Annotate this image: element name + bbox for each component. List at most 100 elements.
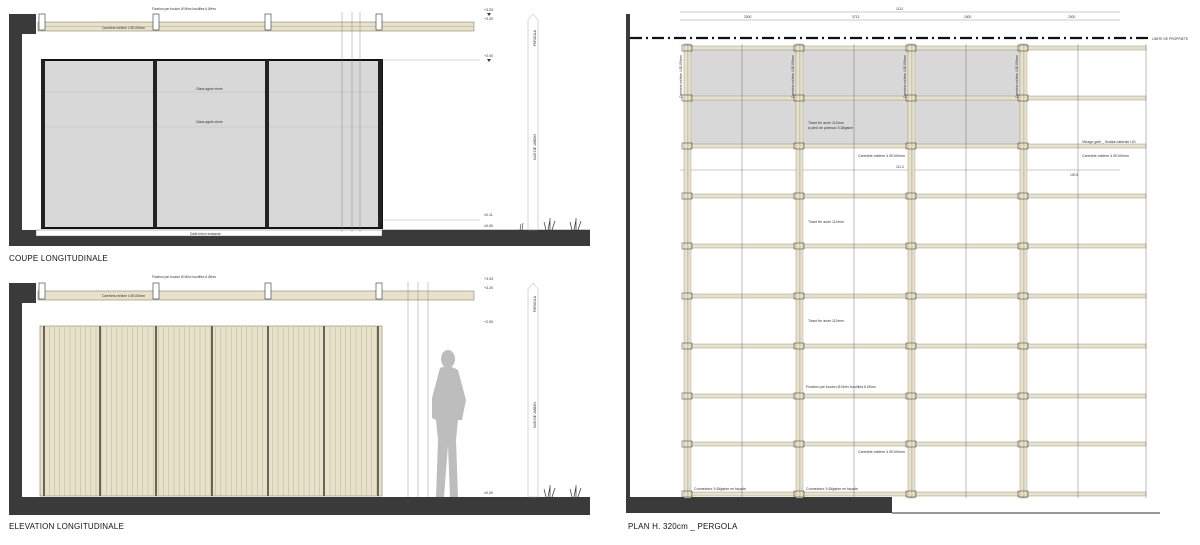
- section-title: COUPE LONGITUDINALE: [9, 254, 108, 263]
- plan-dim-2: 111.3: [896, 165, 904, 169]
- plan-connector: [681, 242, 693, 250]
- plan-carrelets-note-2: Carrelets mélèze 4 Ø/100mm: [1082, 154, 1129, 158]
- plan-carrelets-note-3: Carrelets mélèze 4 Ø/100mm: [858, 450, 905, 454]
- plan-connector: [905, 242, 917, 250]
- plan-dim-7: 100.5: [1070, 173, 1078, 177]
- section-limit-tag: MUR DE JARDIN: [533, 134, 537, 160]
- section-post-top-1: [38, 13, 46, 31]
- plan-steel-note-2: Tirant fer acier 110mm: [808, 220, 844, 224]
- plan-connector: [793, 490, 805, 498]
- plan-beam-col: [907, 43, 913, 499]
- section-level-marker-1: [487, 13, 491, 16]
- plan-fixation-note: Fixation par boulon Ø M/ev boulilles 6 Ø…: [806, 385, 876, 389]
- plan-connector: [793, 142, 805, 150]
- elev-wood-slats: [43, 326, 383, 496]
- plan-connector: [681, 392, 693, 400]
- fence-post: [43, 326, 45, 496]
- plan-connector: [905, 392, 917, 400]
- plan-dim-6: 2000: [1068, 15, 1076, 19]
- plan-dim-3: 2000: [744, 15, 752, 19]
- plan-bottom-wall: [626, 497, 892, 513]
- section-left-wall: [9, 14, 18, 246]
- section-post-1: [41, 60, 45, 228]
- elev-plant-1: [543, 485, 556, 498]
- plan-connecteur-note-2: Connecteur 5 Ø/gaine en façade: [806, 487, 858, 491]
- plan-connector: [1017, 242, 1029, 250]
- elev-beam-note: Carrelets mélèze 4 Ø/100mm: [102, 294, 145, 298]
- elevation-title: ELEVATION LONGITUDINALE: [9, 522, 124, 531]
- plan-connector: [793, 94, 805, 102]
- plan-col-label-4: Carrelets mélèze 4 Ø/100mm: [1015, 55, 1019, 98]
- section-post-top-2: [152, 13, 160, 31]
- section-glass-note-2: Glass agele rénée: [196, 120, 223, 124]
- elev-plant-2: [569, 485, 582, 498]
- plan-connector: [905, 192, 917, 200]
- section-glass-note-1: Glass agele rénée: [196, 87, 223, 91]
- plan-connector: [793, 242, 805, 250]
- plan-title: PLAN H. 320cm _ PERGOLA: [628, 522, 738, 531]
- plan-connector: [1017, 192, 1029, 200]
- plan-steel-note-1b: à pied de poteaux 5 Ø/gaine: [808, 126, 853, 130]
- elev-post-top-2: [152, 282, 160, 300]
- elev-left-wall: [9, 283, 18, 515]
- elev-level-ground: ±0.00: [484, 491, 493, 495]
- plan-beam-col: [1019, 43, 1025, 499]
- section-level-marker-2: [487, 59, 491, 62]
- plan-connector: [793, 44, 805, 52]
- section-pergola-tag-shape: [527, 13, 539, 231]
- plan-connector: [681, 490, 693, 498]
- section-level-mid: +2.00: [484, 54, 493, 58]
- section-base-note: Dalle béton existante: [190, 232, 221, 236]
- plan-connector: [793, 192, 805, 200]
- plan-connector: [1017, 440, 1029, 448]
- section-post-top-4: [375, 13, 383, 31]
- section-level-top-a: +3.53: [484, 8, 493, 12]
- section-level-top-b: +3.20: [484, 17, 493, 21]
- fence-post: [99, 326, 101, 496]
- plan-connector: [1017, 44, 1029, 52]
- plan-connector: [905, 94, 917, 102]
- plan-beam-col-double: [1023, 43, 1028, 499]
- plan-connector: [1017, 342, 1029, 350]
- plan-left-wall: [626, 14, 630, 513]
- elev-post-top-4: [375, 282, 383, 300]
- section-level-ground: ±0.00: [484, 224, 493, 228]
- plan-beam-col-double: [911, 43, 916, 499]
- plan-col-label-3: Carrelets mélèze 4 Ø/100mm: [903, 55, 907, 98]
- fence-post: [211, 326, 213, 496]
- section-view: Fixation par boulon Ø M/ev boulilles 6 Ø…: [9, 7, 590, 246]
- section-post-4: [378, 60, 382, 228]
- plan-connector: [1017, 142, 1029, 150]
- plan-connector: [793, 292, 805, 300]
- plan-connector: [793, 342, 805, 350]
- fence-post: [323, 326, 325, 496]
- plan-beam-col-double: [799, 43, 804, 499]
- plan-carrelets-note-1: Carrelets mélèze 4 Ø/100mm: [858, 154, 905, 158]
- plan-connector: [681, 440, 693, 448]
- section-post-top-3: [264, 13, 272, 31]
- elev-wall-cap: [18, 283, 36, 303]
- plan-connector: [681, 192, 693, 200]
- plan-dim-1: 1113: [896, 7, 903, 11]
- plan-steel-note-1: Tirant fer acier 110mm: [808, 121, 844, 125]
- elev-level-top-b: +3.20: [484, 286, 493, 290]
- plan-beam-col: [683, 43, 689, 499]
- plan-property-label: LIMITE DE PROPRIETE: [1152, 37, 1189, 41]
- elev-person-silhouette: [432, 350, 466, 497]
- plan-connecteur-note-1: Connecteur 5 Ø/gaine en façade: [694, 487, 746, 491]
- elev-fixation-note: Fixation par boulon Ø M/ev boulilles 6 Ø…: [152, 275, 216, 279]
- section-frame: [41, 59, 383, 229]
- elev-wall-inner: [18, 303, 22, 515]
- section-fixation-note: Fixation par boulon Ø M/ev boulilles 6 Ø…: [152, 7, 216, 11]
- plan-dim-5: 1500: [964, 15, 972, 19]
- plan-connector: [1017, 392, 1029, 400]
- plan-connector: [905, 440, 917, 448]
- plan-connector: [793, 392, 805, 400]
- elev-pergola-tag: PERGOLA: [533, 295, 537, 312]
- plan-connector: [1017, 292, 1029, 300]
- fence-post: [267, 326, 269, 496]
- elev-top-beam: [37, 290, 475, 301]
- elev-limit-tag: MUR DE JARDIN: [533, 402, 537, 428]
- section-post-2: [153, 60, 157, 228]
